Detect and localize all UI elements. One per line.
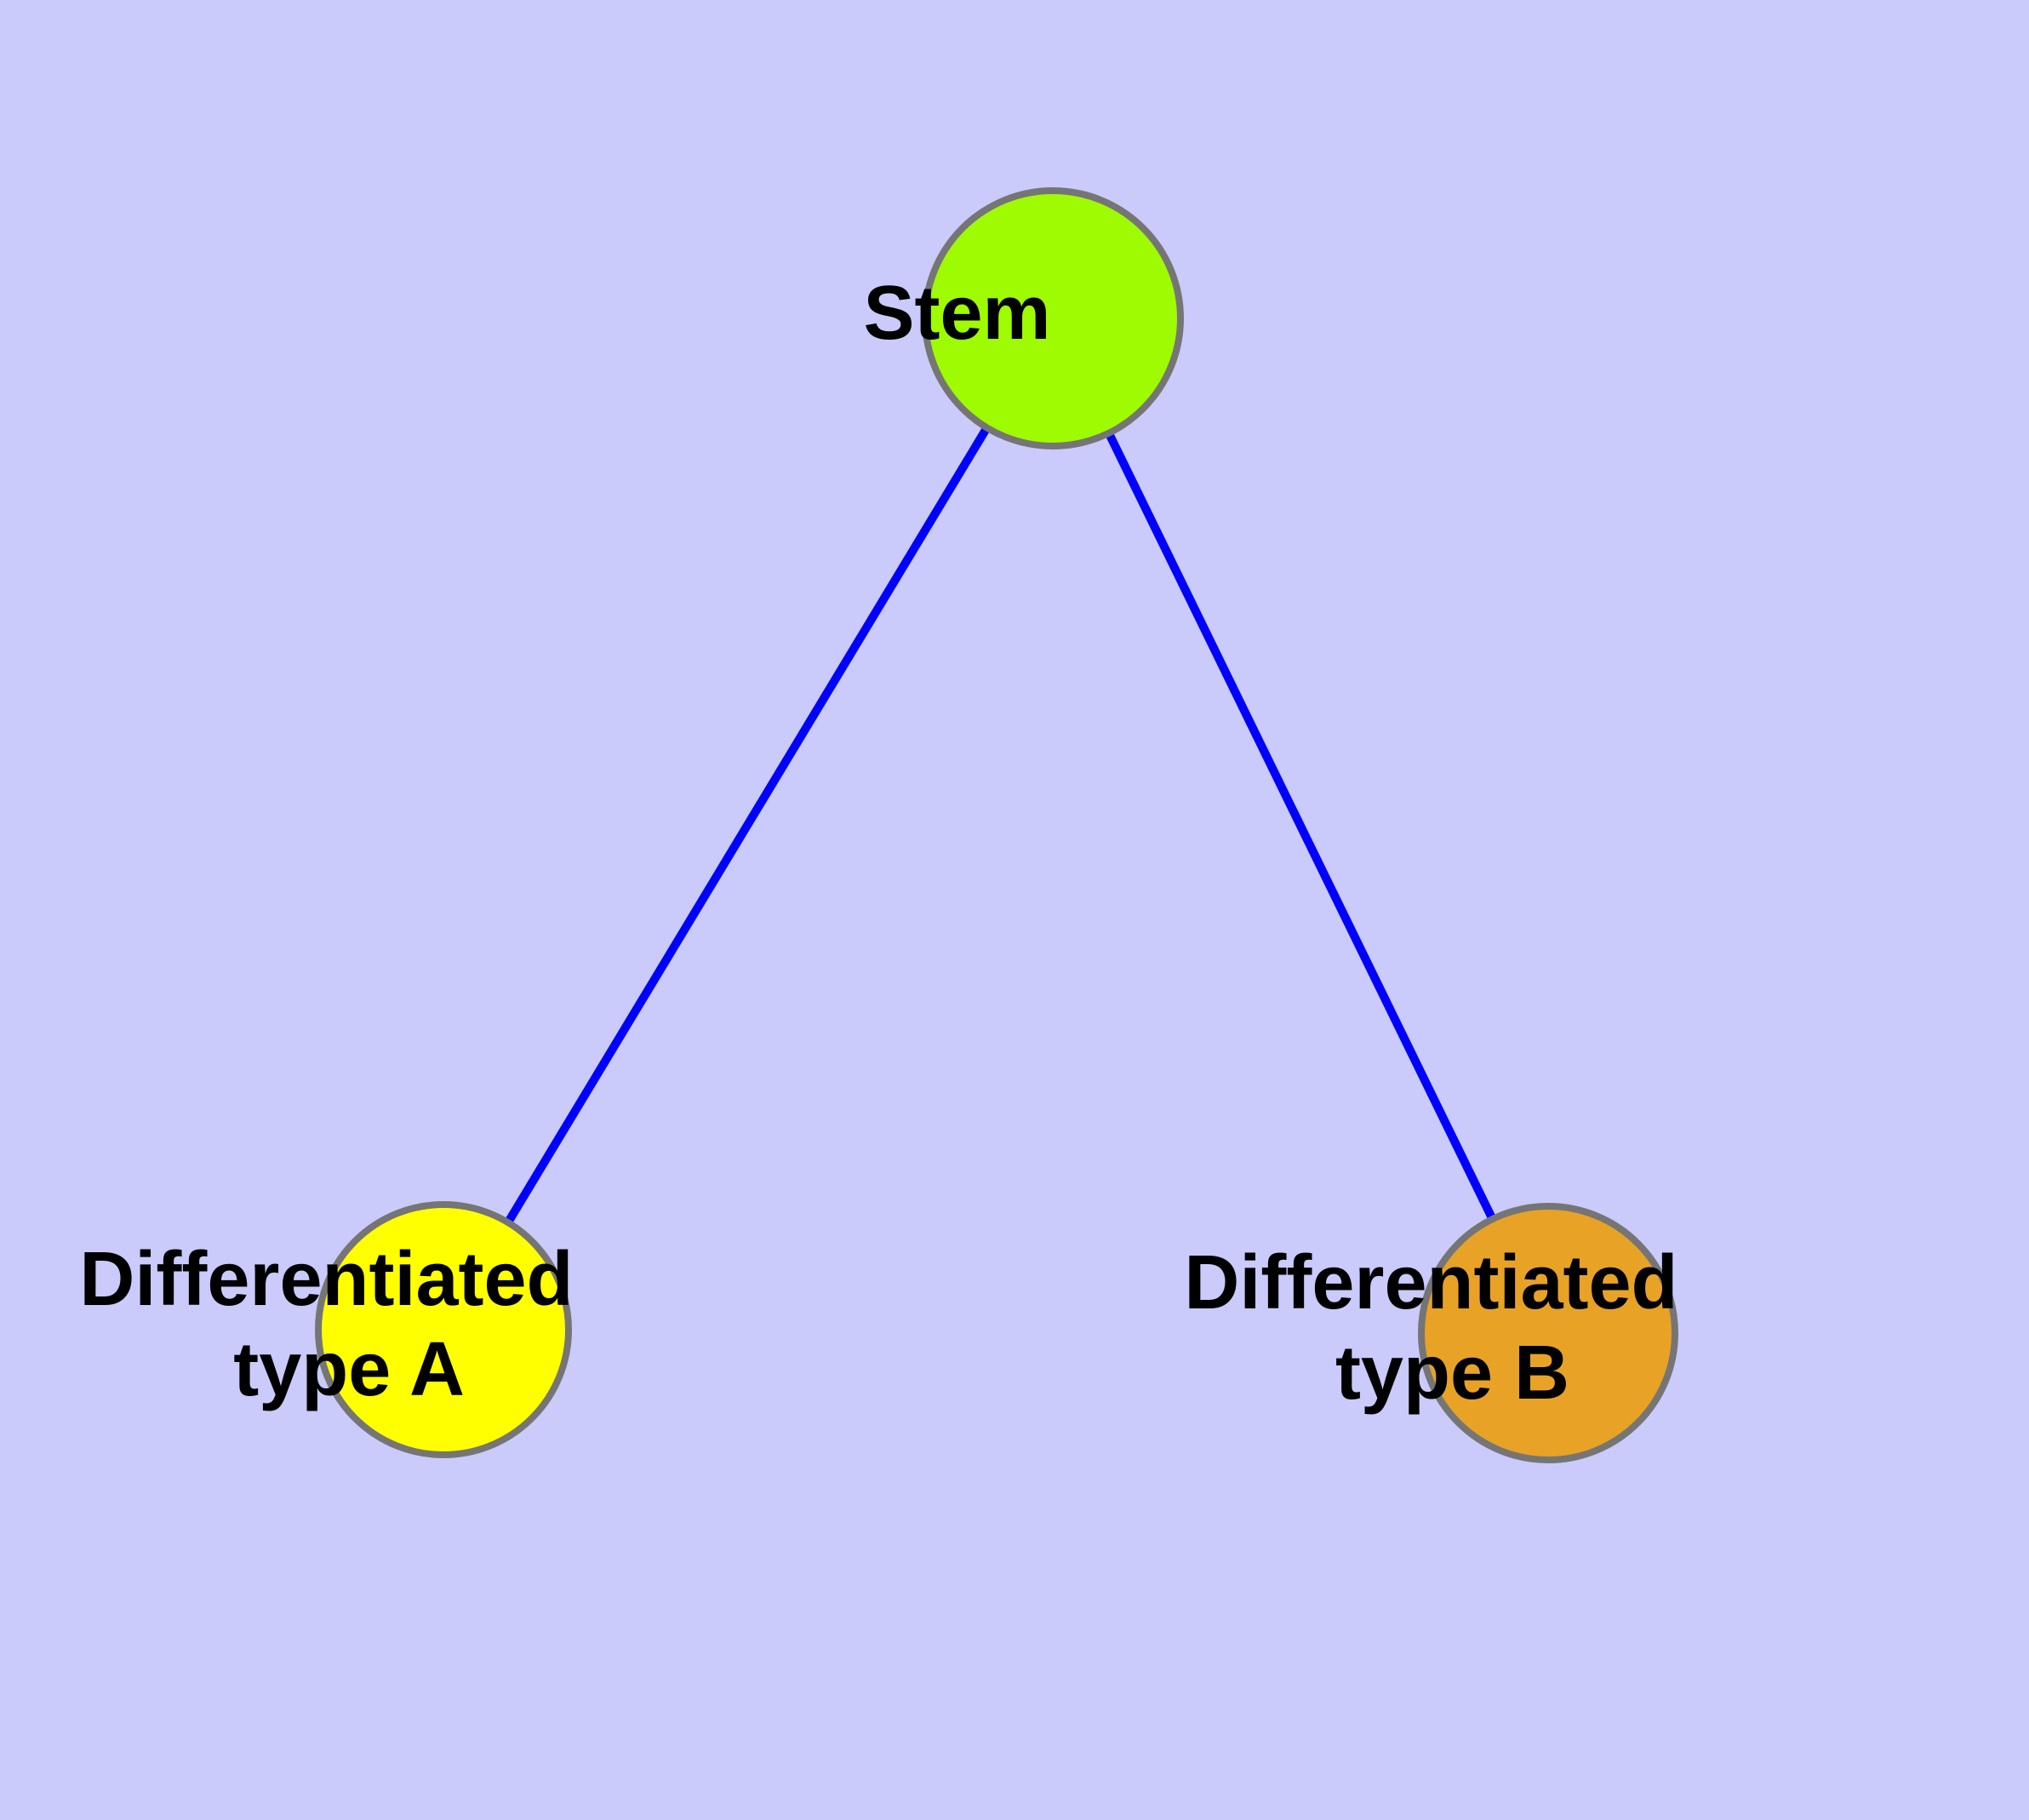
node-stem-label-line-1: Stem [863,271,1050,356]
node-stem-circle[interactable] [922,187,1184,449]
node-differentiated-type-a-label-line-1: Differentiated [79,1237,573,1322]
edge-stem-to-differentiated-type-b[interactable] [1049,314,1552,1337]
node-differentiated-type-b[interactable]: Differentiated type B [1184,0,1912,1463]
node-differentiated-type-b-circle[interactable] [1418,1203,1678,1463]
node-differentiated-type-b-label-line-2: type B [1335,1331,1569,1416]
edge-stem-to-differentiated-type-a[interactable] [439,314,1057,1334]
node-differentiated-type-a-circle[interactable] [315,1201,572,1458]
node-differentiated-type-a-label-line-2: type A [233,1327,463,1412]
node-stem-label: Stem [863,0,1242,356]
node-layer: Stem Differentiated type A Differentiate… [79,0,1912,1463]
node-differentiated-type-a[interactable]: Differentiated type A [79,0,807,1458]
node-differentiated-type-b-label: Differentiated type B [1184,0,1912,1416]
edge-layer [439,314,1552,1337]
node-stem[interactable]: Stem [863,0,1242,449]
node-differentiated-type-b-label-line-1: Differentiated [1184,1240,1677,1325]
node-differentiated-type-a-label: Differentiated type A [79,0,807,1412]
